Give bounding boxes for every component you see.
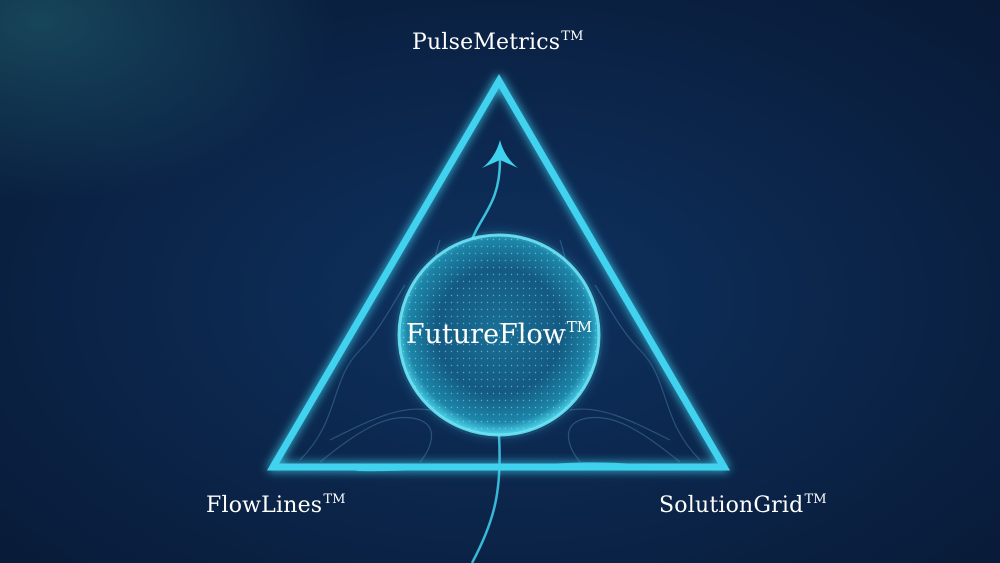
bottom-stem <box>470 434 501 563</box>
node-name: FlowLines <box>206 493 323 518</box>
trademark-mark: TM <box>323 492 346 507</box>
up-arrow-icon <box>482 140 518 168</box>
node-name: PulseMetrics <box>412 30 561 55</box>
base-streak-left <box>355 463 480 472</box>
node-label-pulsemetrics: PulseMetricsTM <box>412 29 584 55</box>
trademark-mark: TM <box>561 29 584 44</box>
node-label-solutiongrid: SolutionGridTM <box>659 492 827 518</box>
trademark-mark: TM <box>804 492 827 507</box>
node-name: SolutionGrid <box>659 493 804 518</box>
center-label-futureflow: FutureFlowTM <box>396 318 602 350</box>
center-sphere <box>395 231 603 439</box>
trademark-mark: TM <box>566 318 593 336</box>
base-streak-right <box>530 462 672 470</box>
node-label-flowlines: FlowLinesTM <box>206 492 346 518</box>
center-name: FutureFlow <box>405 319 566 350</box>
